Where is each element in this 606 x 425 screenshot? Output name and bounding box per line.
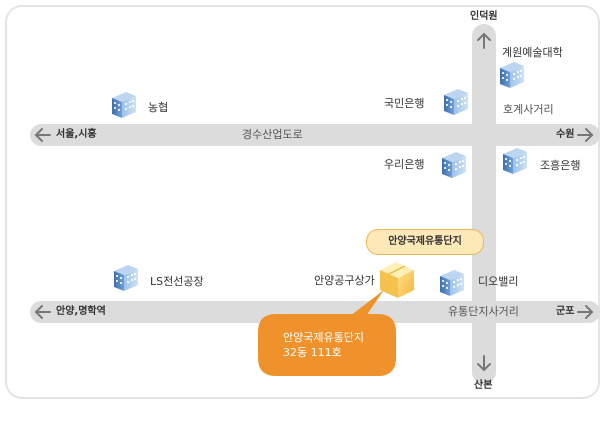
box-icon xyxy=(380,262,414,298)
callout-line-1: 안양국제유통단지 xyxy=(283,331,364,344)
arrow-left-lower-icon xyxy=(34,305,51,319)
arrow-left-upper-icon xyxy=(34,128,51,142)
destination-pill: 안양국제유통단지 xyxy=(366,229,484,255)
label-right-gunpo: 군포 xyxy=(556,306,575,317)
arrow-right-upper-icon xyxy=(577,128,594,142)
road-name-yutong: 유통단지사거리 xyxy=(448,305,519,318)
label-left-anyang: 안양,명학역 xyxy=(56,306,106,317)
road-name-gyeongsu: 경수산업도로 xyxy=(242,128,303,141)
label-left-seoul: 서울,시흥 xyxy=(56,129,97,140)
arrow-down-icon xyxy=(477,355,491,372)
label-woori-bank: 우리은행 xyxy=(384,158,425,171)
callout-bubble xyxy=(258,290,396,376)
road-lower xyxy=(30,301,600,323)
label-dio-valley: 디오밸리 xyxy=(478,275,519,288)
label-ls-cable: LS전선공장 xyxy=(150,275,204,288)
label-right-suwon: 수원 xyxy=(556,129,575,140)
label-art-college: 계원예술대학 xyxy=(502,46,563,59)
label-tool-store: 안양공구상가 xyxy=(314,274,375,287)
label-chohung-bank: 조흥은행 xyxy=(540,159,581,172)
label-top-indeogwon: 인덕원 xyxy=(470,11,498,22)
label-nonghyup: 농협 xyxy=(148,101,169,114)
callout-line-2: 32동 111호 xyxy=(283,346,342,359)
arrow-right-lower-icon xyxy=(577,305,594,319)
label-kookmin-bank: 국민은행 xyxy=(384,97,425,110)
arrow-up-icon xyxy=(477,32,491,49)
label-hogye-intersection: 호계사거리 xyxy=(503,103,554,116)
road-vertical xyxy=(472,24,496,384)
label-bottom-sanbon: 산본 xyxy=(474,380,493,391)
road-upper xyxy=(30,124,600,146)
callout-text: 안양국제유통단지 32동 111호 xyxy=(283,330,364,360)
